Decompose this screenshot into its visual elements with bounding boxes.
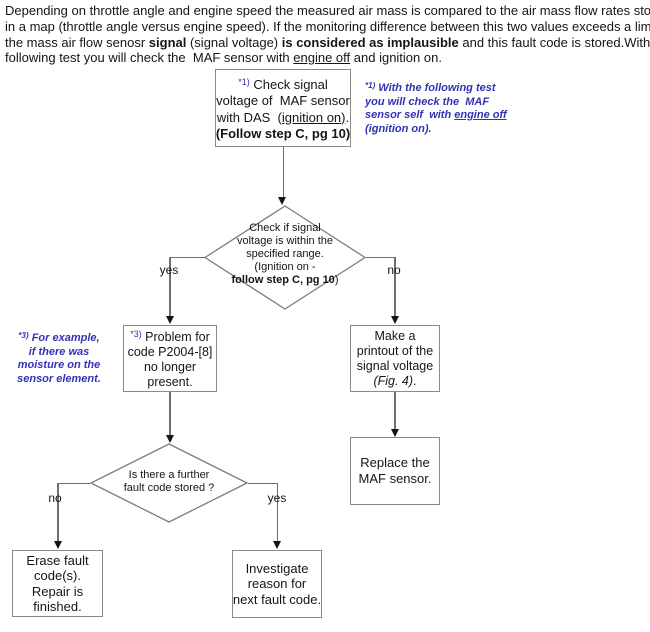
text-line: moisture on the [17, 359, 101, 371]
text-line: MAF sensor. [358, 471, 432, 486]
text-line: Repair is [31, 583, 84, 599]
text-line: you will check the MAF [365, 95, 490, 108]
branch-label-yes: yes [159, 263, 179, 277]
text-line: Erase fault [26, 552, 89, 568]
text-line: voltage of MAF sensor [216, 93, 350, 108]
footnote-moisture-note: *3) For example, if there was moisture o… [8, 329, 110, 386]
branch-label-no: no [48, 491, 62, 505]
text-line: voltage is within the [237, 235, 333, 247]
intro-line-4: following test you will check the MAF se… [5, 50, 442, 66]
erase-fault-codes-box: Erase fault code(s). Repair is finished. [12, 550, 103, 617]
text-line: fault code stored ? [123, 482, 215, 494]
text-line: code(s). [34, 568, 81, 583]
connector-printout-to-replace [394, 392, 396, 429]
text-line: Investigate [245, 560, 309, 576]
text-line: *1) Check signal [238, 76, 328, 92]
text-line: sensor element. [17, 372, 101, 385]
connector-decision1-yes-vertical [169, 257, 171, 316]
branch-label-no: no [387, 263, 401, 277]
branch-label-yes: yes [267, 491, 287, 505]
decision1-diamond-shape [204, 205, 366, 310]
text-line: Replace the [360, 454, 430, 470]
connector-decision1-no-vertical [394, 257, 396, 316]
footnote-marker-3: *3) [18, 331, 29, 340]
problem-no-longer-present-box: *3) Problem for code P2004-[8] no longer… [123, 325, 217, 392]
text-line: *3) For example, [18, 331, 100, 344]
connector-problem-to-decision2 [169, 392, 171, 435]
text-line: code P2004-[8] [127, 345, 213, 359]
connector-decision2-no-horizontal [58, 482, 90, 484]
arrowhead-into-decision2 [165, 435, 174, 443]
footnote-marker-1: *1) [238, 76, 250, 87]
investigate-next-fault-box: Investigate reason for next fault code. [232, 550, 322, 618]
intro-line-3: the mass air flow senosr signal (signal … [5, 34, 650, 50]
replace-maf-sensor-box: Replace the MAF sensor. [350, 437, 440, 505]
text-line: sensor self with engine off [365, 109, 507, 121]
text-line: Is there a further [128, 469, 210, 481]
footnote-engine-off-note: *1) With the following test you will che… [365, 79, 540, 136]
intro-line-2: in a map (throttle angle versus engine s… [5, 18, 650, 34]
text-line: if there was [28, 345, 90, 358]
text-line: Check if signal [249, 222, 321, 234]
text-line: reason for [247, 576, 307, 592]
arrowhead-into-printout-box [390, 316, 399, 324]
text-line: *1) With the following test [365, 81, 496, 94]
connector-decision2-no-vertical [57, 482, 59, 542]
text-line: (Fig. 4). [373, 373, 417, 388]
text-line: printout of the [356, 343, 434, 358]
decision2-diamond-shape [90, 443, 248, 523]
connector-check-to-decision1 [282, 147, 284, 198]
text-line: no longer [143, 360, 197, 374]
text-line: next fault code. [232, 591, 322, 607]
decision2-further-fault-code: Is there a further fault code stored ? [109, 469, 229, 495]
text-line: *3) Problem for [130, 329, 210, 344]
arrowhead-into-investigate-box [273, 541, 281, 549]
text-line: finished. [33, 599, 82, 614]
arrowhead-into-replace-box [390, 429, 399, 437]
arrowhead-into-decision1 [278, 197, 286, 205]
connector-decision1-no-horizontal [366, 257, 395, 259]
printout-signal-voltage-box: Make a printout of the signal voltage (F… [350, 325, 440, 392]
connector-decision1-yes-horizontal [170, 257, 205, 259]
text-line: follow step C, pg 10) [231, 274, 339, 286]
arrowhead-into-erase-box [53, 541, 62, 549]
arrowhead-into-problem-box [165, 316, 174, 324]
footnote-marker-1: *1) [365, 81, 376, 90]
intro-line-1: Depending on throttle angle and engine s… [5, 3, 650, 18]
text-line: Make a [374, 328, 416, 343]
text-line: (Follow step C, pg 10) [215, 126, 351, 141]
check-signal-voltage-box: *1) Check signal voltage of MAF sensor w… [215, 69, 351, 147]
connector-decision2-yes-vertical [276, 482, 279, 542]
text-line: specified range. [246, 248, 324, 260]
text-line: (Ignition on - [254, 261, 316, 273]
text-line: (ignition on). [365, 122, 432, 135]
text-line: with DAS (ignition on). [216, 109, 350, 125]
decision1-signal-range: Check if signal voltage is within the sp… [223, 222, 347, 287]
connector-decision2-yes-horizontal [248, 482, 278, 484]
text-line: signal voltage [356, 358, 434, 373]
intro-paragraph: Depending on throttle angle and engine s… [5, 3, 650, 66]
footnote-marker-3: *3) [130, 329, 142, 339]
text-line: present. [147, 375, 193, 389]
